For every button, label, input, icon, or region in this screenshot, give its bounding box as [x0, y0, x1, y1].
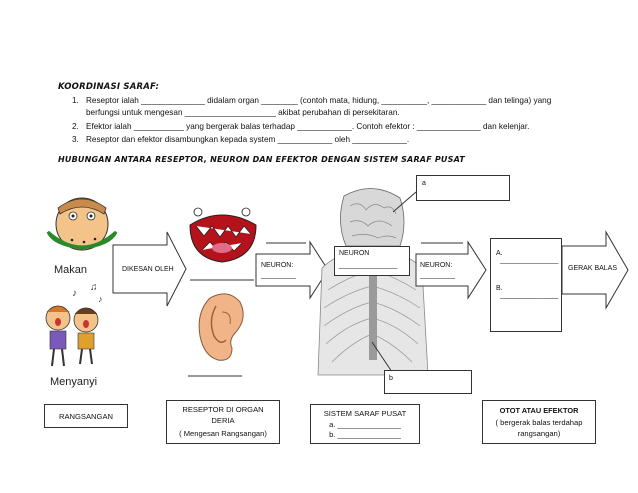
svg-text:♪: ♪: [98, 294, 103, 304]
neuron-center-label: NEURON: [339, 250, 370, 257]
ssp-b: b. _______________: [329, 430, 401, 439]
section-title-koordinasi: KOORDINASI SARAF:: [58, 82, 160, 92]
caption-rangsangan: RANGSANGAN: [44, 404, 128, 428]
box-b-label: b: [389, 375, 393, 382]
neuron-right-blank: _________: [420, 272, 456, 279]
effector-box: A. _______________ B. _______________: [490, 238, 562, 332]
mouth-illustration: [189, 207, 257, 263]
effector-a: A. _______________: [496, 250, 559, 264]
label-menyanyi: Menyanyi: [50, 376, 98, 388]
ssp-a: a. _______________: [329, 420, 401, 429]
item-text: berfungsi untuk mengesan _______________…: [86, 107, 400, 117]
box-a-label: a: [422, 180, 426, 187]
arrow-label-gerak-balas: GERAK BALAS: [568, 265, 618, 272]
caption-reseptor: RESEPTOR DI ORGAN DERIA ( Mengesan Rangs…: [166, 400, 280, 444]
item-text: Efektor ialah ___________ yang bergerak …: [86, 122, 530, 131]
neuron-right-label: NEURON:: [420, 262, 453, 269]
list-item: 1. Reseptor ialah ______________ didalam …: [72, 95, 612, 118]
item-number: 1.: [72, 96, 79, 105]
singing-children-illustration: ♪ ♫ ♪: [45, 282, 103, 367]
neuron-left-label: NEURON:: [261, 262, 294, 269]
list-item: 3. Reseptor dan efektor disambungkan kepa…: [72, 134, 612, 146]
ear-illustration: [198, 293, 244, 361]
answer-box-b[interactable]: b: [384, 370, 472, 394]
eating-boy-illustration: [46, 197, 118, 251]
label-makan: Makan: [54, 264, 88, 276]
arrow-label-dikesan: DIKESAN OLEH: [122, 266, 174, 273]
answer-box-a[interactable]: a: [416, 175, 510, 201]
item-number: 3.: [72, 135, 79, 144]
section-title-hubungan: HUBUNGAN ANTARA RESEPTOR, NEURON DAN EFE…: [58, 155, 465, 164]
svg-text:♪: ♪: [72, 288, 77, 299]
item-text: Reseptor ialah ______________ didalam or…: [86, 96, 552, 105]
svg-text:♫: ♫: [90, 282, 98, 293]
neuron-center-box: NEURON _______________: [334, 246, 410, 276]
caption-otot-efektor: OTOT ATAU EFEKTOR ( bergerak balas terda…: [482, 400, 596, 444]
caption-sistem-saraf-pusat: SISTEM SARAF PUSAT a. _______________ b.…: [310, 404, 420, 444]
item-number: 2.: [72, 122, 79, 131]
brain-spinal-illustration: [317, 188, 429, 376]
neuron-center-blank: _______________: [339, 262, 398, 269]
effector-b: B. _______________: [496, 285, 559, 299]
list-item: 2. Efektor ialah ___________ yang bergera…: [72, 121, 612, 133]
neuron-left-blank: _________: [261, 272, 297, 279]
item-text: Reseptor dan efektor disambungkan kepada…: [86, 135, 410, 144]
